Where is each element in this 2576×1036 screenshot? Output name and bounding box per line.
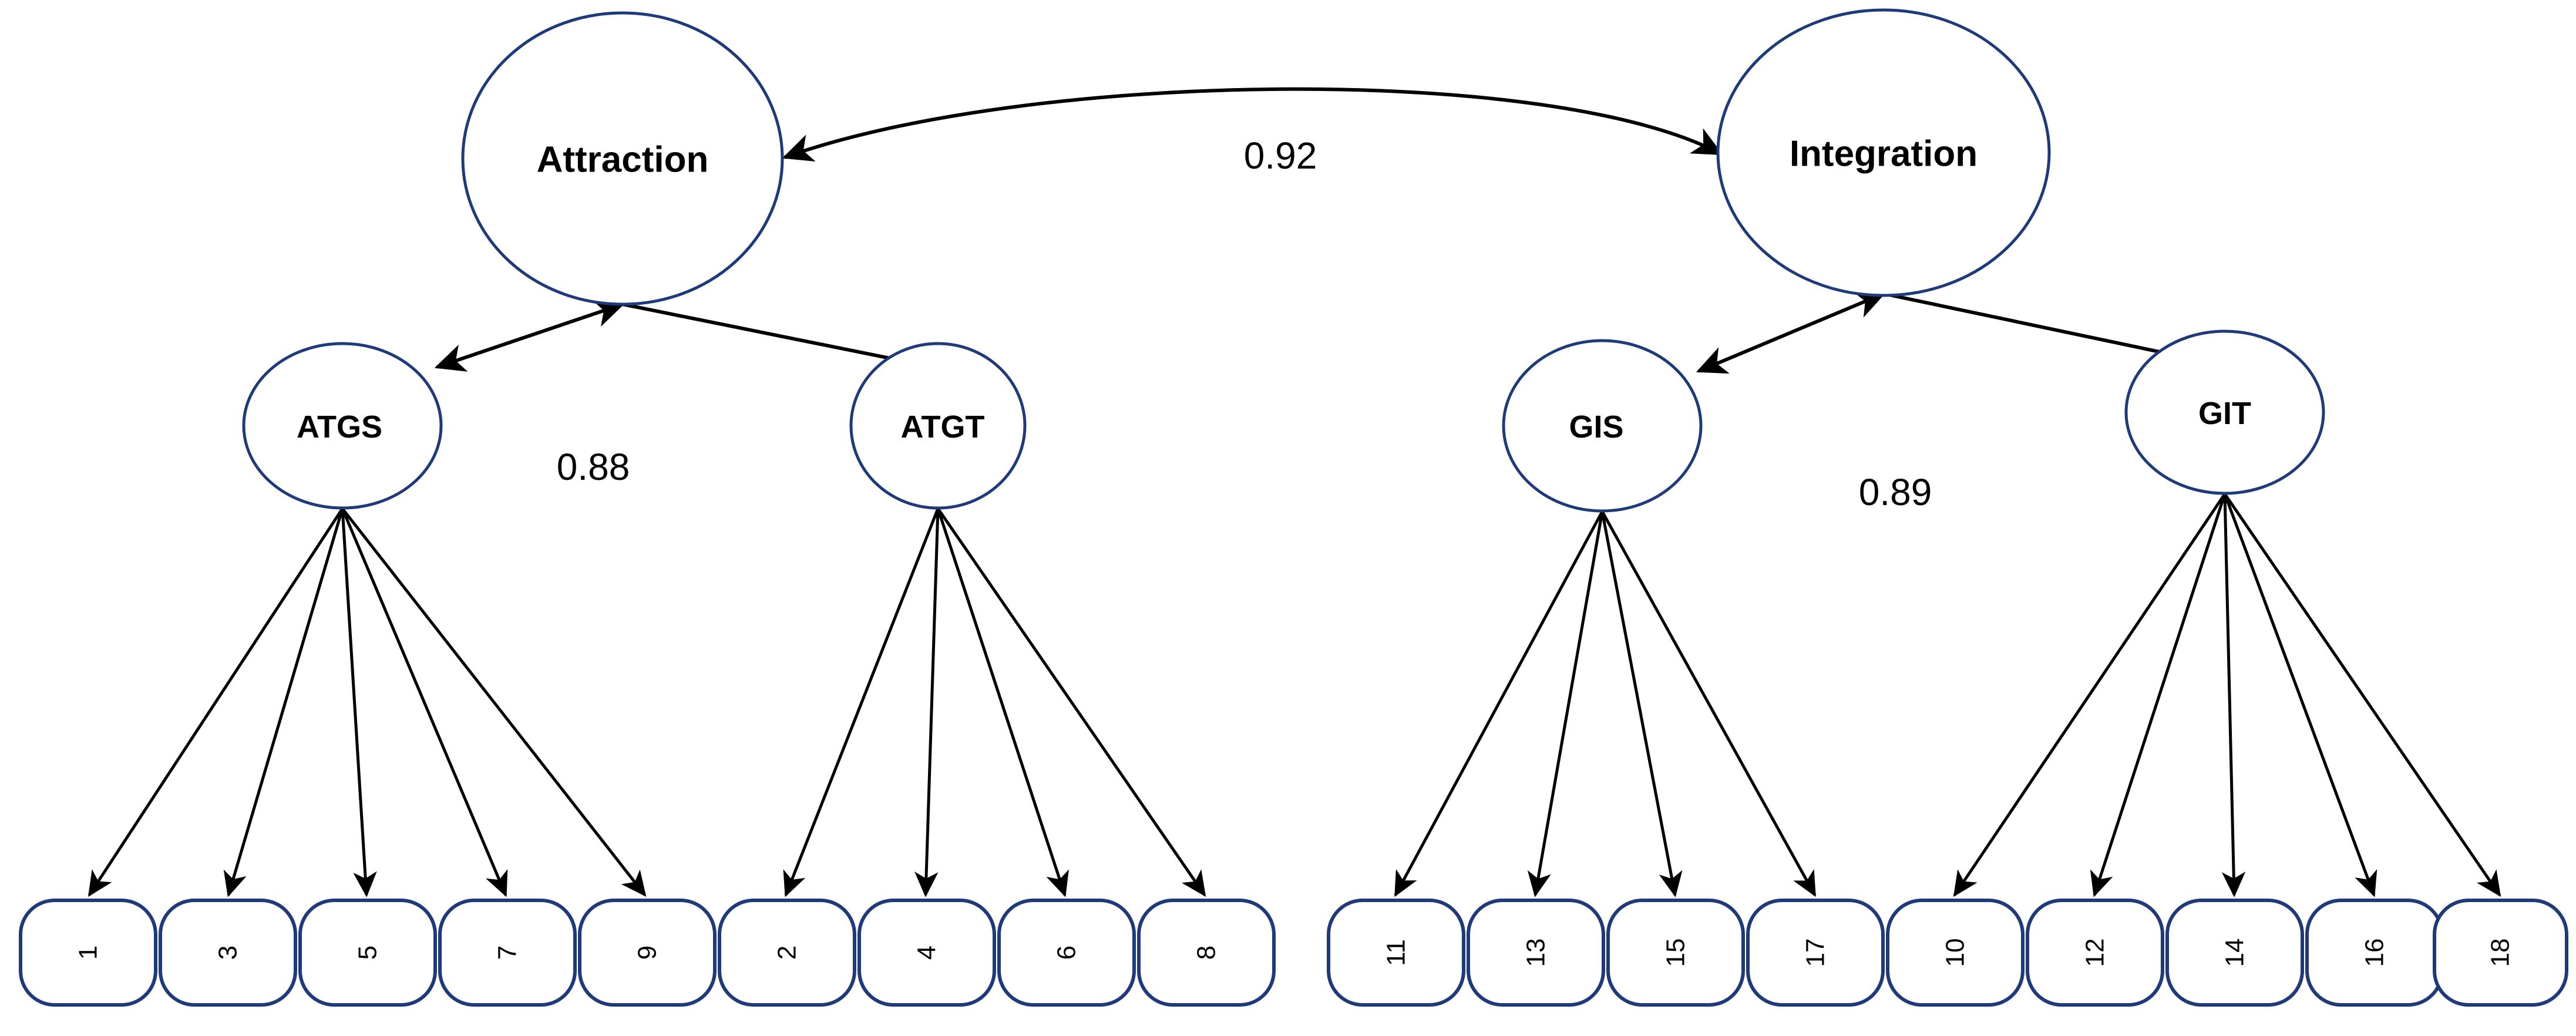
- edges-git-to-indicators: [1953, 493, 2501, 897]
- indicator-box[interactable]: [2433, 899, 2568, 1007]
- indicator-label: 2: [773, 946, 802, 960]
- indicator-label: 1: [74, 946, 103, 960]
- node-gis[interactable]: GIS: [1502, 339, 1703, 513]
- indicator-box[interactable]: [718, 899, 856, 1007]
- indicator-2[interactable]: 2: [718, 899, 856, 1007]
- indicator-6[interactable]: 6: [997, 899, 1136, 1007]
- indicator-label: 11: [1382, 939, 1411, 966]
- indicator-7[interactable]: 7: [438, 899, 577, 1007]
- indicator-box[interactable]: [1606, 899, 1745, 1007]
- indicator-box[interactable]: [1327, 899, 1465, 1007]
- indicator-17[interactable]: 17: [1746, 899, 1885, 1007]
- indicator-16[interactable]: 16: [2305, 899, 2444, 1007]
- indicator-boxes: 1 3 5 7 9 2: [19, 899, 2568, 1007]
- indicator-11[interactable]: 11: [1327, 899, 1465, 1007]
- attraction-label: Attraction: [537, 140, 709, 180]
- node-integration[interactable]: Integration: [1716, 8, 2051, 297]
- node-atgt[interactable]: ATGT: [849, 342, 1027, 510]
- indicator-label: 5: [354, 946, 382, 960]
- coefficient-integration-subfactors: 0.89: [1859, 471, 1932, 513]
- node-atgs[interactable]: ATGS: [242, 342, 443, 510]
- indicator-box[interactable]: [1886, 899, 2025, 1007]
- indicator-label: 10: [1941, 939, 1970, 967]
- indicator-label: 7: [493, 946, 522, 960]
- atgt-label: ATGT: [901, 409, 985, 445]
- indicator-label: 15: [1662, 939, 1690, 967]
- edges-gis-to-indicators: [1394, 510, 1817, 897]
- indicator-label: 13: [1522, 939, 1551, 967]
- indicator-box[interactable]: [857, 899, 996, 1007]
- node-git[interactable]: GIT: [2124, 329, 2325, 495]
- edge-integration-to-subfactors: [1696, 291, 2180, 374]
- indicator-label: 8: [1192, 946, 1221, 960]
- indicator-label: 18: [2486, 939, 2515, 967]
- gis-label: GIS: [1569, 409, 1623, 445]
- indicator-box[interactable]: [1746, 899, 1885, 1007]
- indicator-10[interactable]: 10: [1886, 899, 2025, 1007]
- indicator-14[interactable]: 14: [2165, 899, 2304, 1007]
- indicator-4[interactable]: 4: [857, 899, 996, 1007]
- indicator-box[interactable]: [2026, 899, 2164, 1007]
- integration-label: Integration: [1790, 134, 1978, 174]
- indicator-9[interactable]: 9: [578, 899, 717, 1007]
- indicator-box[interactable]: [159, 899, 297, 1007]
- git-ellipse[interactable]: [2124, 329, 2325, 495]
- indicator-1[interactable]: 1: [19, 899, 157, 1007]
- indicator-label: 4: [913, 946, 941, 960]
- indicator-3[interactable]: 3: [159, 899, 297, 1007]
- indicator-15[interactable]: 15: [1606, 899, 1745, 1007]
- indicator-box[interactable]: [1137, 899, 1276, 1007]
- gis-ellipse[interactable]: [1502, 339, 1703, 513]
- indicator-label: 12: [2081, 939, 2110, 967]
- atgs-label: ATGS: [297, 409, 382, 445]
- indicator-label: 6: [1052, 946, 1081, 960]
- indicator-box[interactable]: [438, 899, 577, 1007]
- indicator-box[interactable]: [578, 899, 717, 1007]
- indicator-13[interactable]: 13: [1467, 899, 1605, 1007]
- indicator-label: 3: [214, 946, 243, 960]
- edges-atgt-to-indicators: [783, 507, 1206, 897]
- indicator-label: 17: [1801, 939, 1830, 967]
- atgt-ellipse[interactable]: [849, 342, 1027, 510]
- attraction-ellipse[interactable]: [461, 11, 784, 306]
- indicator-box[interactable]: [997, 899, 1136, 1007]
- indicator-18[interactable]: 18: [2433, 899, 2568, 1007]
- indicator-box[interactable]: [19, 899, 157, 1007]
- edge-attraction-integration: [782, 87, 1723, 162]
- indicator-label: 14: [2221, 939, 2249, 967]
- integration-ellipse[interactable]: [1716, 8, 2051, 297]
- git-label: GIT: [2198, 396, 2251, 431]
- coefficient-attraction-subfactors: 0.88: [557, 446, 630, 488]
- indicator-box[interactable]: [1467, 899, 1605, 1007]
- indicator-8[interactable]: 8: [1137, 899, 1276, 1007]
- indicator-box[interactable]: [2165, 899, 2304, 1007]
- edges-atgs-to-indicators: [88, 507, 647, 897]
- indicator-12[interactable]: 12: [2026, 899, 2164, 1007]
- indicator-label: 16: [2360, 939, 2389, 967]
- coefficient-attraction-integration: 0.92: [1244, 134, 1317, 177]
- indicator-5[interactable]: 5: [298, 899, 437, 1007]
- node-attraction[interactable]: Attraction: [461, 11, 784, 306]
- atgs-ellipse[interactable]: [242, 342, 443, 510]
- indicator-box[interactable]: [298, 899, 437, 1007]
- indicator-label: 9: [633, 946, 662, 960]
